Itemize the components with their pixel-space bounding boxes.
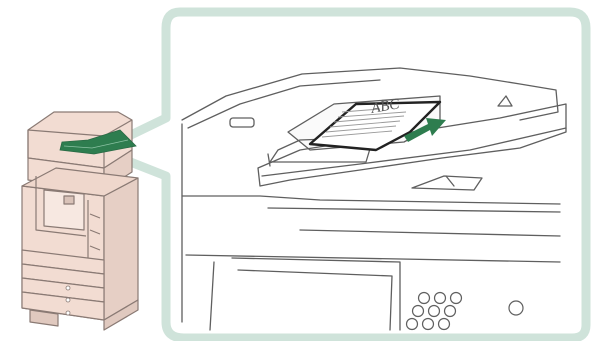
callout-frame: [100, 12, 586, 338]
